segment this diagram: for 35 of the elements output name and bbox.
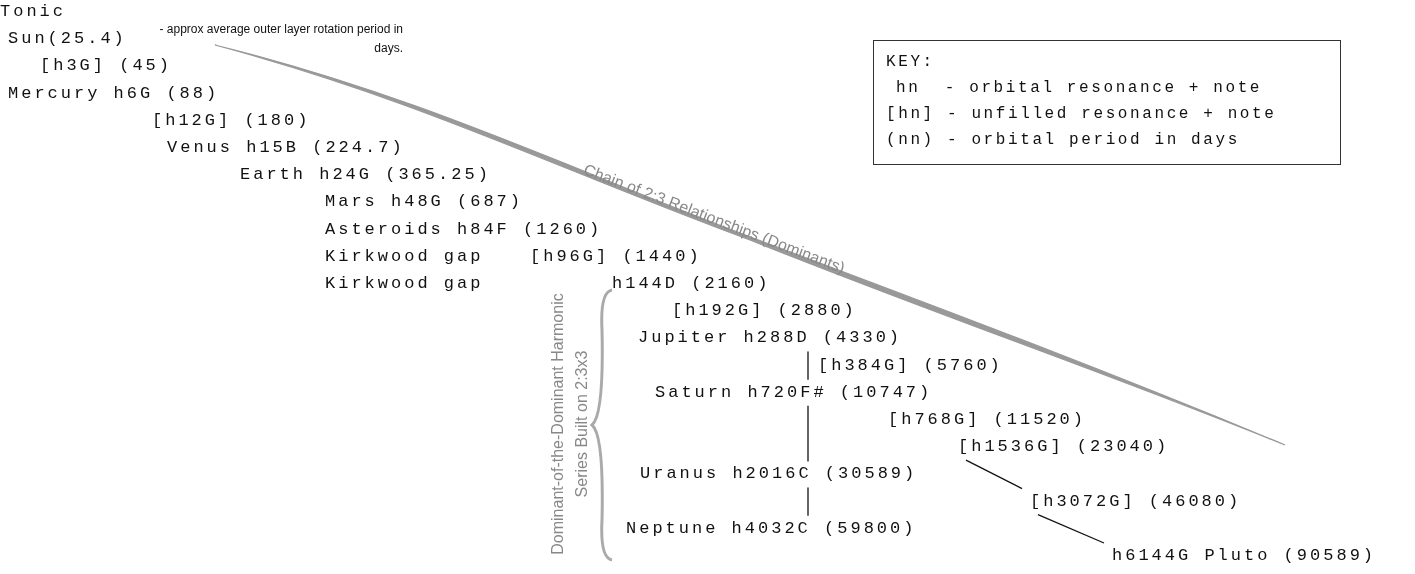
gap-label: Kirkwood gap xyxy=(325,245,484,268)
connector-line xyxy=(807,350,809,381)
planet-label: Venus h15B (224.7) xyxy=(167,137,405,159)
planet-label: Saturn h720F# (10747) xyxy=(655,381,933,404)
resonance-label: [h192G] (2880) xyxy=(672,300,857,323)
key-entry: (nn) - orbital period in days xyxy=(886,130,1241,151)
brace-caption: Dominant-of-the-Dominant Harmonic Series Built on 2:3x3 xyxy=(548,292,591,557)
connector-line xyxy=(807,405,809,463)
connector-line xyxy=(807,486,809,517)
planet-label: Neptune h4032C (59800) xyxy=(626,517,917,540)
connector-line xyxy=(965,459,1023,490)
resonance-label: [h12G] (180) xyxy=(152,109,311,132)
resonance-label: [h96G] (1440) xyxy=(530,245,702,268)
resonance-label: [h768G] (11520) xyxy=(888,409,1087,431)
gap-label: Kirkwood gap xyxy=(325,273,484,295)
planet-label: Jupiter h288D (4330) xyxy=(638,327,903,350)
planet-label: Earth h24G (365.25) xyxy=(240,164,491,187)
sun-label: Sun(25.4) xyxy=(8,28,127,51)
key-entry: [hn] - unfilled resonance + note xyxy=(886,104,1278,125)
key-heading: KEY: xyxy=(886,52,936,73)
note-text: - approx average outer layer rotation period in days. xyxy=(158,21,403,57)
connector-line xyxy=(1037,513,1105,544)
planet-label: Uranus h2016C (30589) xyxy=(640,463,918,486)
key-entry: hn - orbital resonance + note xyxy=(895,78,1264,99)
resonance-label: [h384G] (5760) xyxy=(818,354,1003,377)
key-box xyxy=(873,40,1341,165)
planet-label: Asteroids h84F (1260) xyxy=(325,218,603,241)
planet-label: Mars h48G (687) xyxy=(325,191,524,214)
planet-label: h6144G Pluto (90589) xyxy=(1112,545,1377,567)
resonance-label: [h3072G] (46080) xyxy=(1030,490,1242,513)
heading-text: Tonic xyxy=(0,1,66,23)
resonance-label: [h1536G] (23040) xyxy=(958,436,1170,459)
resonance-label: [h3G] (45) xyxy=(40,55,173,78)
resonance-label: h144D (2160) xyxy=(612,274,771,295)
planet-label: Mercury h6G (88) xyxy=(8,82,220,105)
